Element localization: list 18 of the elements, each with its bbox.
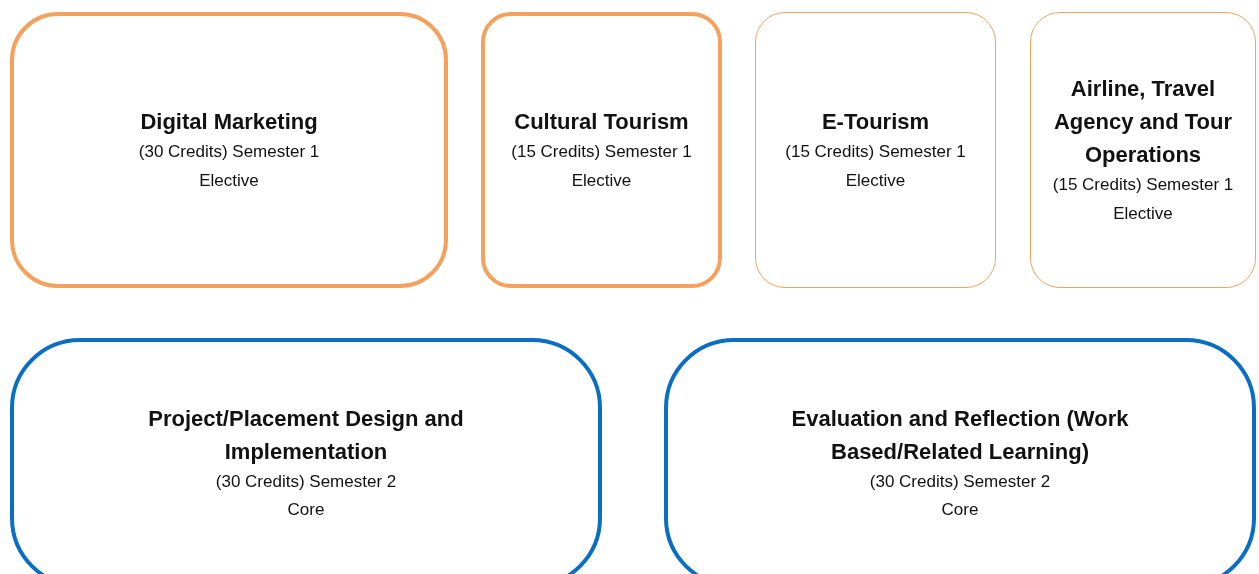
course-card xyxy=(481,12,722,288)
course-details: (15 Credits) Semester 1 Elective xyxy=(784,141,967,192)
course-title: Evaluation and Reflection (Work Based/Related Learning) xyxy=(790,404,1130,466)
course-card xyxy=(1030,12,1256,288)
course-title: E-Tourism xyxy=(821,108,930,137)
course-title: Digital Marketing xyxy=(140,108,318,137)
course-title: Project/Placement Design and Implementation xyxy=(147,404,465,466)
course-card xyxy=(664,338,1256,574)
course-details: (30 Credits) Semester 2 Core xyxy=(868,470,1052,521)
course-title: Cultural Tourism xyxy=(514,108,689,137)
course-title: Airline, Travel Agency and Tour Operations xyxy=(1052,75,1234,170)
course-card xyxy=(755,12,996,288)
course-details: (15 Credits) Semester 1 Elective xyxy=(1051,174,1235,225)
course-card xyxy=(10,12,448,288)
course-details: (30 Credits) Semester 2 Core xyxy=(214,470,398,521)
course-details: (15 Credits) Semester 1 Elective xyxy=(510,141,693,192)
course-card xyxy=(10,338,602,574)
course-details: (30 Credits) Semester 1 Elective xyxy=(137,141,321,192)
